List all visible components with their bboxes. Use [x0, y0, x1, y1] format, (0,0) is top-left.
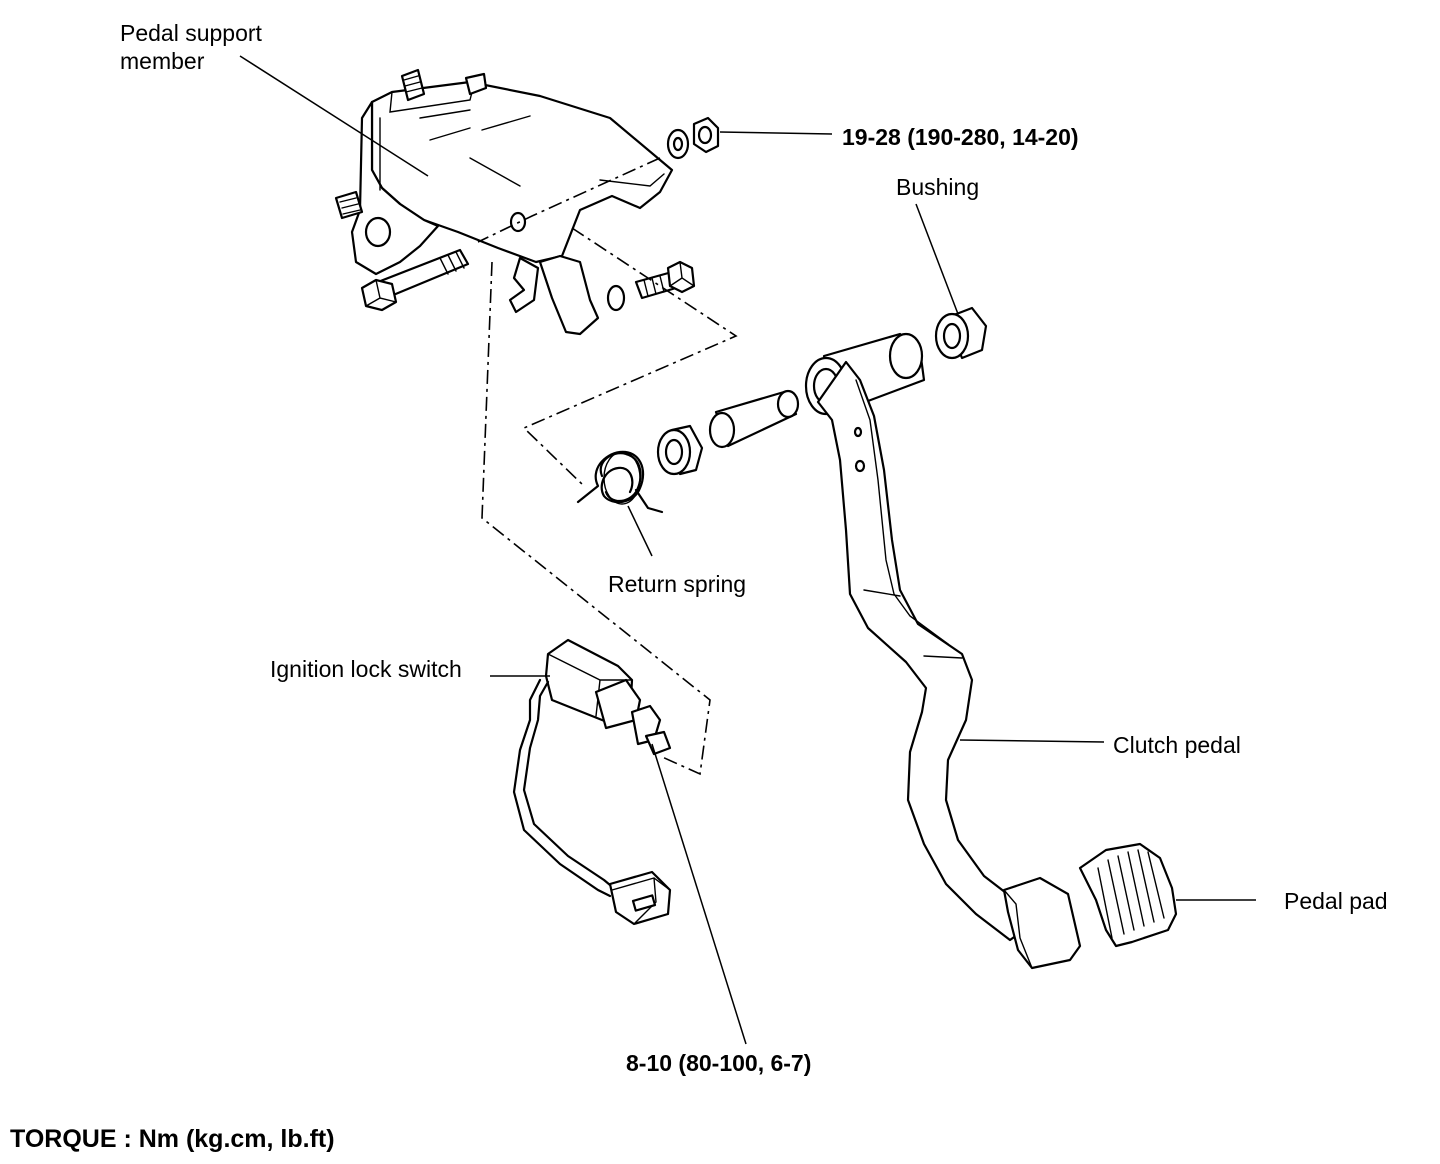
assembly-dashed-lines	[477, 157, 738, 776]
torque-label-switch: 8-10 (80-100, 6-7)	[626, 1050, 812, 1076]
torque-units-note: TORQUE : Nm (kg.cm, lb.ft)	[10, 1125, 335, 1153]
leader-lines	[239, 55, 1256, 1045]
pivot-sleeve	[708, 389, 800, 449]
bushing-part	[934, 306, 988, 360]
pedal-support-member-text: Pedal support member	[120, 20, 262, 74]
pedal-pad-label: Pedal pad	[1284, 888, 1388, 914]
top-nut-and-washer	[666, 116, 720, 160]
return-spring-label: Return spring	[608, 571, 747, 597]
return-spring	[576, 450, 664, 514]
clutch-pedal-arm	[804, 332, 1082, 970]
pivot-bolt-and-washer	[606, 260, 696, 312]
ignition-lock-switch-label: Ignition lock switch	[270, 656, 462, 682]
pedal-pad-part	[1078, 842, 1178, 948]
bushing-label: Bushing	[896, 174, 980, 200]
torque-label-top-nut: 19-28 (190-280, 14-20)	[842, 124, 1079, 150]
spacer-bushing	[656, 424, 704, 476]
ignition-lock-switch-part	[512, 638, 672, 926]
clutch-pedal-label: Clutch pedal	[1113, 732, 1241, 758]
pedal-support-member	[334, 68, 674, 336]
